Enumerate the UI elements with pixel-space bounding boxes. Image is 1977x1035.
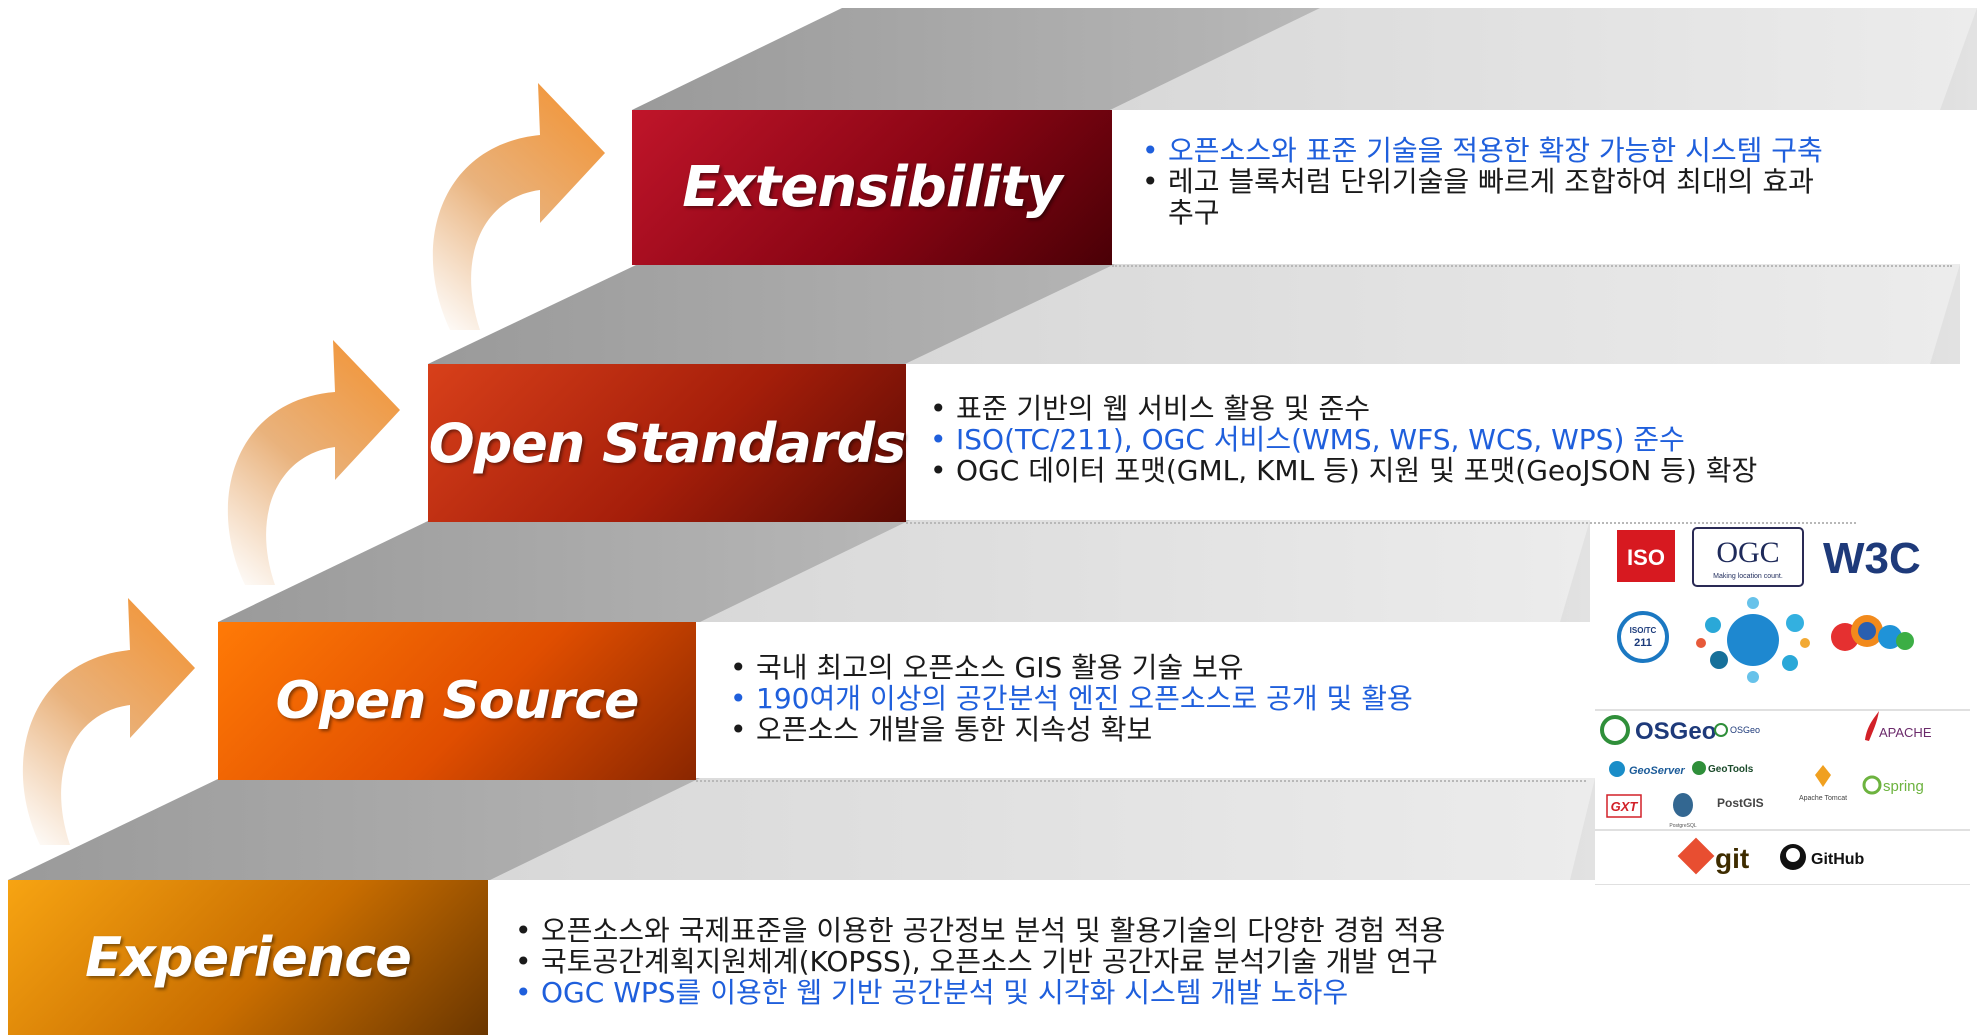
extensibility-description: •오픈소스와 표준 기술을 적용한 확장 가능한 시스템 구축 •레고 블록처럼… [1142, 135, 1823, 228]
apache-logo-icon: APACHE [1865, 711, 1932, 741]
svg-text:GeoTools: GeoTools [1708, 764, 1754, 775]
network-diagram-icon [1696, 597, 1810, 683]
bullet-icon: • [515, 945, 532, 978]
svg-text:PostgreSQL: PostgreSQL [1669, 823, 1696, 829]
svg-text:GXT: GXT [1611, 799, 1639, 814]
step-experience: Experience [8, 880, 488, 1035]
step-open-standards: Open Standards [428, 364, 906, 522]
osgeo-logo-icon: OSGeo OSGeo [1600, 715, 1760, 745]
svg-text:Making location count.: Making location count. [1713, 573, 1783, 580]
bullet-icon: • [930, 392, 947, 425]
bullet-icon: • [515, 976, 532, 1009]
browser-logos-icon [1831, 615, 1914, 651]
svg-text:git: git [1715, 843, 1749, 874]
ogc-logo-icon: OGC Making location count. [1692, 527, 1804, 587]
gxt-logo-icon: GXT [1606, 794, 1642, 818]
step-title: Experience [85, 926, 412, 989]
svg-text:APACHE: APACHE [1879, 725, 1932, 740]
svg-text:GitHub: GitHub [1811, 851, 1865, 868]
svg-text:GeoServer: GeoServer [1629, 765, 1685, 777]
postgresql-logo-icon: PostgreSQL [1669, 793, 1697, 829]
bullet-icon: • [515, 914, 532, 947]
svg-text:211: 211 [1634, 637, 1652, 649]
iso-logo-icon: ISO [1617, 530, 1675, 582]
divider [696, 780, 1586, 782]
open-standards-description: •표준 기반의 웹 서비스 활용 및 준수 •ISO(TC/211), OGC … [930, 393, 1757, 486]
bullet-item: •오픈소스 개발을 통한 지속성 확보 [730, 713, 1153, 746]
svg-text:W3C: W3C [1823, 534, 1921, 583]
geotools-logo-icon: GeoTools [1692, 761, 1754, 775]
step-title: Open Standards [428, 411, 907, 475]
bullet-item: •국토공간계획지원체계(KOPSS), 오픈소스 기반 공간자료 분석기술 개발… [515, 945, 1438, 978]
logo-panel: ISO OGC Making location count. W3C ISO/T… [1595, 525, 1975, 886]
open-source-description: •국내 최고의 오픈소스 GIS 활용 기술 보유 •190여개 이상의 공간분… [730, 652, 1413, 745]
github-logo-icon: GitHub [1780, 844, 1865, 870]
bullet-item: •오픈소스와 국제표준을 이용한 공간정보 분석 및 활용기술의 다양한 경험 … [515, 914, 1446, 947]
spring-logo-icon: spring [1862, 775, 1924, 795]
svg-text:OGC: OGC [1716, 536, 1779, 569]
git-logo-icon: git [1677, 837, 1749, 875]
bullet-item: •ISO(TC/211), OGC 서비스(WMS, WFS, WCS, WPS… [930, 423, 1685, 456]
svg-text:OSGeo: OSGeo [1635, 718, 1716, 745]
bullet-icon: • [730, 651, 747, 684]
divider [906, 522, 1856, 524]
bullet-icon: • [930, 454, 947, 487]
iso-tc211-logo-icon: ISO/TC 211 [1617, 611, 1669, 663]
bullet-item: •190여개 이상의 공간분석 엔진 오픈소스로 공개 및 활용 [730, 682, 1413, 715]
svg-text:OSGeo: OSGeo [1730, 725, 1760, 735]
step-title: Open Source [275, 671, 640, 731]
step-extensibility: Extensibility [632, 110, 1112, 265]
geoserver-logo-icon: GeoServer [1609, 761, 1685, 777]
svg-text:spring: spring [1883, 778, 1924, 795]
bullet-item: •표준 기반의 웹 서비스 활용 및 준수 [930, 392, 1371, 425]
w3c-logo-icon: W3C [1823, 534, 1921, 583]
apache-tomcat-logo-icon: Apache Tomcat [1799, 765, 1847, 802]
logo-artwork: ISO OGC Making location count. W3C ISO/T… [1595, 527, 1970, 886]
bullet-item: •오픈소스와 표준 기술을 적용한 확장 가능한 시스템 구축 [1142, 134, 1823, 167]
bullet-icon: • [730, 682, 747, 715]
divider [1112, 265, 1952, 267]
bullet-item: •OGC 데이터 포맷(GML, KML 등) 지원 및 포맷(GeoJSON … [930, 454, 1758, 487]
bullet-item: •OGC WPS를 이용한 웹 기반 공간분석 및 시각화 시스템 개발 노하우 [515, 976, 1349, 1009]
bullet-item: •국내 최고의 오픈소스 GIS 활용 기술 보유 [730, 651, 1244, 684]
svg-text:ISO/TC: ISO/TC [1630, 626, 1657, 635]
bullet-icon: • [730, 713, 747, 746]
svg-text:PostGIS: PostGIS [1717, 796, 1764, 810]
step-open-source: Open Source [218, 622, 696, 780]
experience-description: •오픈소스와 국제표준을 이용한 공간정보 분석 및 활용기술의 다양한 경험 … [515, 915, 1445, 1008]
bullet-icon: • [1142, 165, 1159, 198]
svg-text:Apache Tomcat: Apache Tomcat [1799, 795, 1847, 802]
bullet-item: •레고 블록처럼 단위기술을 빠르게 조합하여 최대의 효과 [1142, 165, 1814, 198]
step-title: Extensibility [682, 155, 1062, 220]
postgis-logo-icon: PostGIS [1717, 796, 1764, 810]
bullet-icon: • [1142, 134, 1159, 167]
bullet-item-continuation: 추구 [1168, 196, 1220, 229]
svg-text:ISO: ISO [1627, 545, 1665, 570]
bullet-icon: • [930, 423, 947, 456]
